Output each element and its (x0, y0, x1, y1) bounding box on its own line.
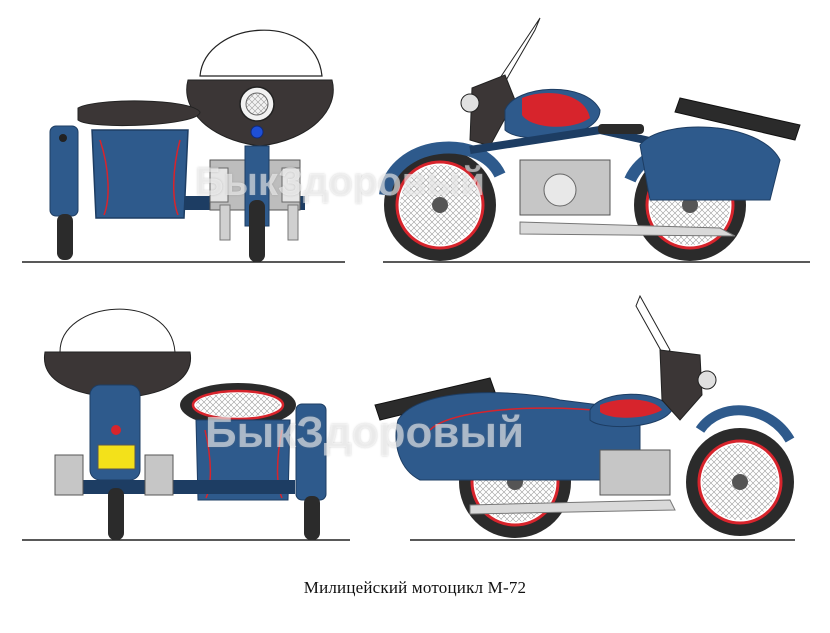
sidecar-body (91, 129, 189, 219)
front-wheel (249, 200, 265, 262)
exhaust (519, 221, 736, 237)
rear-wheel (108, 488, 124, 540)
sidecar-body (639, 126, 781, 201)
right-side-view (379, 17, 810, 263)
engine (599, 449, 671, 496)
rear-view (22, 308, 350, 541)
headlight-icon (460, 93, 480, 113)
windshield (59, 308, 176, 353)
front-view (22, 29, 345, 263)
spare-wheel (674, 97, 801, 141)
rider-seat (598, 124, 644, 134)
left-side-view (374, 294, 795, 541)
sidecar-fender (295, 403, 327, 501)
windshield (199, 29, 323, 77)
license-plate-icon (97, 444, 136, 470)
windshield (499, 17, 541, 83)
sidecar-wheel (57, 214, 73, 260)
legshield-fairing (659, 349, 703, 421)
figure-caption: Милицейский мотоцикл М-72 (303, 578, 527, 597)
sidecar-seat (77, 100, 201, 126)
sidecar-wheel (304, 496, 320, 540)
police-beacon-icon (250, 125, 264, 139)
sidecar-body (395, 392, 641, 481)
windshield (635, 294, 671, 357)
exhaust (469, 499, 676, 515)
headlight-icon (697, 370, 717, 390)
engine (54, 454, 84, 496)
legshield-fairing (469, 74, 516, 147)
